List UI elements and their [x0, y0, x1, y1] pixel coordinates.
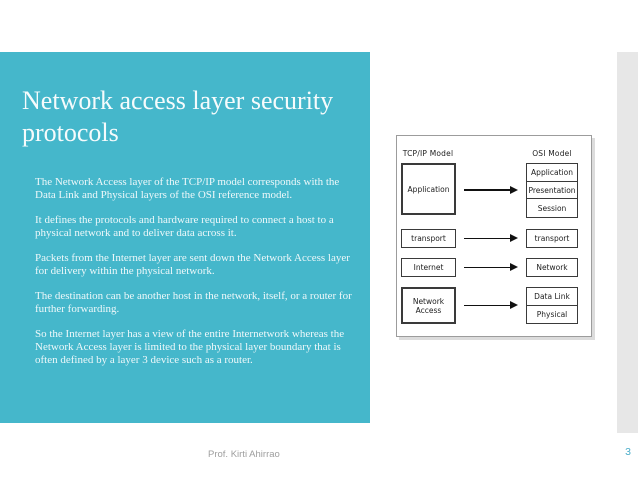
body-paragraph: Packets from the Internet layer are sent… [35, 252, 350, 277]
body-paragraph: The destination can be another host in t… [35, 290, 352, 315]
tcpip-layer-box: transport [401, 229, 456, 248]
tcpip-model-title: TCP/IP Model [402, 149, 454, 158]
body-paragraph: It defines the protocols and hardware re… [35, 214, 334, 239]
right-arrow-icon [464, 234, 518, 244]
page-title: Network access layer security protocols [22, 86, 334, 147]
content-panel: Network access layer security protocols … [0, 52, 370, 423]
osi-layer-box: Physical [526, 304, 578, 324]
right-arrow-icon [464, 263, 518, 273]
osi-model-title: OSI Model [532, 149, 572, 158]
tcpip-layer-box: Internet [401, 258, 456, 277]
osi-layer-box: Network [526, 258, 578, 277]
body-text: The Network Access layer of the TCP/IP m… [35, 176, 353, 379]
page-number: 3 [625, 446, 631, 458]
osi-layer-box: transport [526, 229, 578, 248]
tcpip-layer-box: Application [401, 163, 456, 215]
osi-layer-box: Presentation [526, 180, 578, 200]
right-arrow-icon [464, 301, 518, 311]
osi-layer-box: Session [526, 198, 578, 218]
osi-layer-box: Application [526, 163, 578, 182]
body-paragraph: The Network Access layer of the TCP/IP m… [35, 176, 340, 201]
next-slide-edge [617, 52, 638, 433]
tcpip-layer-box: Network Access [401, 287, 456, 324]
osi-layer-box: Data Link [526, 287, 578, 306]
right-arrow-icon [464, 185, 518, 195]
body-paragraph: So the Internet layer has a view of the … [35, 328, 345, 366]
tcpip-osi-comparison-diagram: TCP/IP Model OSI Model Application trans… [396, 135, 592, 337]
footer-author: Prof. Kirti Ahirrao [208, 449, 280, 460]
